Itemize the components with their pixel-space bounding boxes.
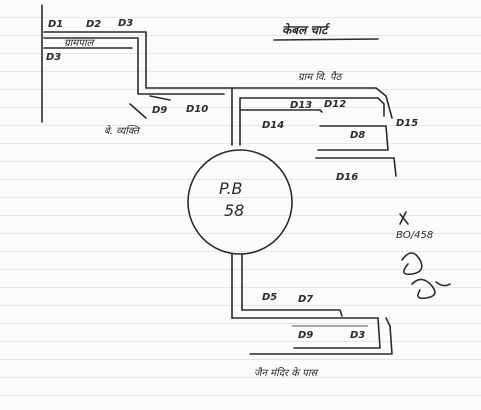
- d14-tip: [319, 109, 323, 113]
- label-d12: D12: [324, 99, 346, 110]
- label-d8: D8: [350, 130, 365, 141]
- note-right-top: ग्राम वि. पैठ: [298, 71, 344, 83]
- bottom-run-outer: [249, 325, 393, 355]
- label-d3-top: D3: [118, 18, 133, 29]
- signature-mark: [399, 211, 409, 225]
- label-d9-bottom: D9: [298, 330, 313, 341]
- d16-line: [315, 157, 397, 177]
- bottom-corner: [385, 317, 391, 327]
- signature-code: BO/458: [396, 230, 433, 241]
- label-d10: D10: [186, 104, 208, 115]
- main-run-inner: [131, 37, 225, 95]
- label-d7: D7: [298, 294, 313, 305]
- label-d16: D16: [336, 172, 358, 183]
- d15-branch: [375, 87, 393, 119]
- d9-d3-loop: [231, 317, 381, 349]
- label-d13: D13: [290, 100, 312, 111]
- label-d15: D15: [396, 118, 418, 129]
- left-note-pointer: [129, 103, 147, 119]
- pole-circle: [187, 149, 293, 255]
- d9-d10-branch: [149, 95, 171, 101]
- d5-d7-line: [241, 309, 343, 317]
- pole-label-line1: P.B: [219, 179, 243, 198]
- label-d3-bottom: D3: [350, 330, 365, 341]
- label-d3-left: D3: [46, 52, 61, 63]
- label-d2: D2: [86, 19, 101, 30]
- label-d1: D1: [48, 19, 63, 30]
- d8-loop: [317, 125, 389, 151]
- label-d14: D14: [262, 120, 284, 131]
- label-d9: D9: [152, 105, 167, 116]
- main-run-outer: [139, 31, 233, 89]
- pole-label-line2: 58: [224, 201, 244, 220]
- note-left-mid: बे. व्यक्ति: [104, 125, 141, 137]
- title-underline: [273, 38, 379, 41]
- handwritten-signature: [401, 252, 451, 300]
- d11-drop: [377, 97, 385, 117]
- note-top-left: ग्रामपाल: [64, 38, 95, 49]
- chart-title: केबल चार्ट: [282, 23, 331, 37]
- note-bottom: जैन मंदिर के पास: [254, 367, 319, 379]
- label-d5: D5: [262, 292, 277, 303]
